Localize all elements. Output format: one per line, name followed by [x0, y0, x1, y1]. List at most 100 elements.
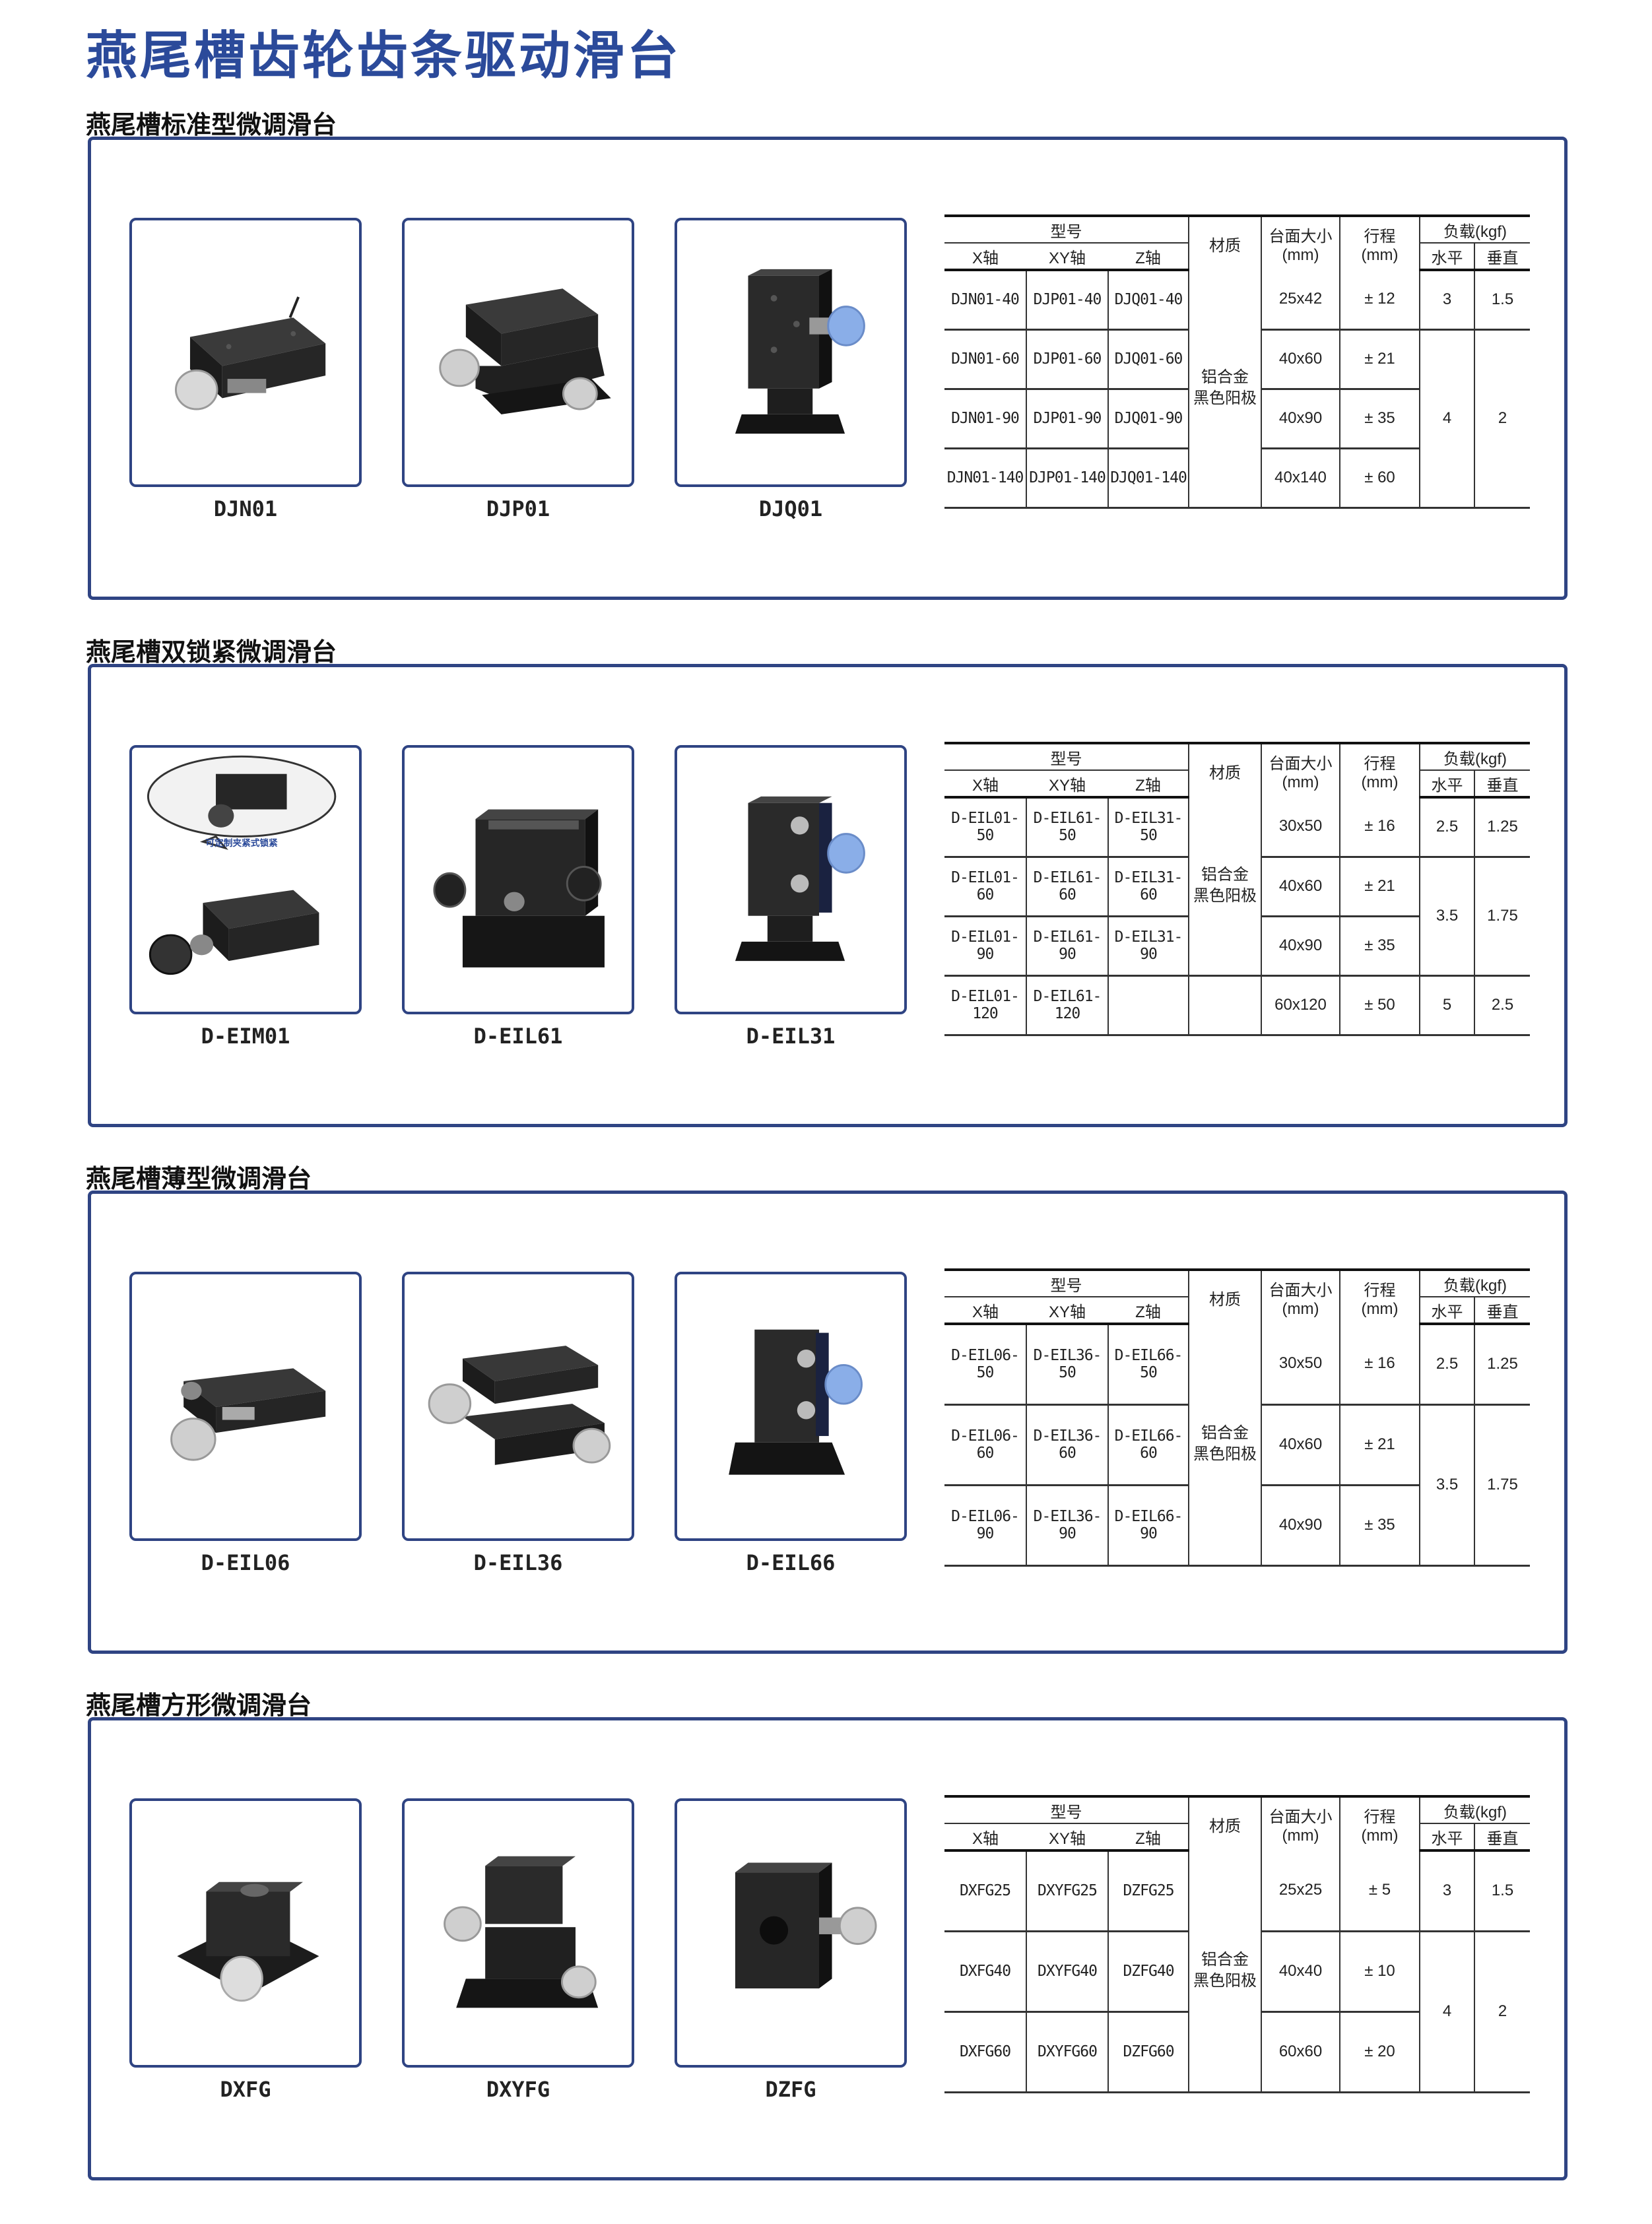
- xy-stage-photo: [439, 288, 611, 414]
- photo-caption: D-EIL06: [201, 1550, 290, 1575]
- header-table-size: 台面大小(mm): [1261, 1268, 1340, 1324]
- photo-caption: DJN01: [213, 496, 278, 521]
- header-xy-axis: XY轴: [1026, 1823, 1108, 1852]
- header-load-v: 垂直: [1474, 1297, 1531, 1325]
- photo-caption: D-EIM01: [201, 1024, 290, 1049]
- load-vertical: 2: [1474, 1931, 1531, 2093]
- travel: ± 50: [1339, 975, 1420, 1036]
- header-z-axis: Z轴: [1108, 770, 1189, 799]
- table-row: DJN01-40 DJP01-40 DJQ01-40 铝合金黑色阳极 25x42…: [944, 270, 1531, 509]
- header-material: 材质: [1188, 742, 1262, 797]
- product-photo-card: [129, 218, 362, 487]
- travel: ± 35: [1339, 1485, 1420, 1567]
- model-x: D-EIL01-90: [944, 916, 1026, 977]
- load-horizontal: 2.5: [1419, 797, 1475, 858]
- table-size: 60x60: [1261, 2011, 1340, 2093]
- model-z: D-EIL66-60: [1107, 1404, 1189, 1486]
- model-x: D-EIL01-50: [944, 797, 1026, 858]
- table-size: 40x40: [1261, 1931, 1340, 2013]
- load-vertical: 1.25: [1474, 1324, 1531, 1406]
- table-size: 40x60: [1261, 1404, 1340, 1486]
- header-model: 型号: [944, 1795, 1189, 1824]
- header-material: 材质: [1188, 1268, 1262, 1324]
- travel: ± 20: [1339, 2011, 1420, 2093]
- travel: ± 21: [1339, 1404, 1420, 1486]
- section-panel: DXFG DXYFG DZFG 型号 材质 台面大小(mm) 行程(mm) 负载…: [88, 1717, 1568, 2180]
- section-panel: 可定制夹紧式锁紧 D-: [88, 664, 1568, 1127]
- square-z-stage-photo: [735, 1862, 877, 1989]
- spec-table: 型号 材质 台面大小(mm) 行程(mm) 负载(kgf) X轴 XY轴 Z轴 …: [944, 742, 1531, 1036]
- header-load-h: 水平: [1419, 770, 1475, 799]
- model-z: D-EIL31-50: [1107, 797, 1189, 858]
- load-vertical: 2.5: [1474, 975, 1531, 1036]
- header-z-axis: Z轴: [1108, 1823, 1189, 1852]
- travel: ± 35: [1339, 389, 1420, 449]
- model-z: D-EIL66-90: [1107, 1485, 1189, 1567]
- table-size: 30x50: [1261, 1324, 1340, 1406]
- product-photo-card: [402, 1272, 634, 1541]
- header-load: 负载(kgf): [1419, 1795, 1531, 1824]
- load-vertical: 1.25: [1474, 797, 1531, 858]
- material-cell: 铝合金黑色阳极: [1188, 797, 1262, 977]
- model-xy: DJP01-140: [1026, 448, 1108, 509]
- header-table-size: 台面大小(mm): [1261, 1795, 1340, 1850]
- model-z: DZFG25: [1107, 1850, 1189, 1932]
- model-z: D-EIL31-90: [1107, 916, 1189, 977]
- product-photo-card: [675, 1272, 907, 1541]
- model-x: DJN01-140: [944, 448, 1026, 509]
- travel: ± 12: [1339, 270, 1420, 331]
- photo-caption: DJQ01: [758, 496, 823, 521]
- table-size: 40x60: [1261, 329, 1340, 390]
- material-cell: 铝合金黑色阳极: [1188, 1850, 1262, 2093]
- load-vertical: 1.5: [1474, 1850, 1531, 1932]
- load-horizontal: 2.5: [1419, 1324, 1475, 1406]
- table-size: 40x140: [1261, 448, 1340, 509]
- header-x-axis: X轴: [944, 243, 1026, 271]
- table-size: 25x42: [1261, 270, 1340, 331]
- square-x-stage-photo: [177, 1881, 319, 2002]
- table-size: 25x25: [1261, 1850, 1340, 1932]
- z-stage-photo: [735, 796, 865, 962]
- photo-caption: DXYFG: [486, 2077, 550, 2102]
- load-horizontal: 3.5: [1419, 1404, 1475, 1567]
- header-load: 负载(kgf): [1419, 742, 1531, 771]
- model-x: D-EIL06-60: [944, 1404, 1026, 1486]
- material-cell-empty: [1188, 975, 1262, 1036]
- header-z-axis: Z轴: [1108, 1297, 1189, 1325]
- table-row: D-EIL06-50 D-EIL36-50 D-EIL66-50 铝合金黑色阳极…: [944, 1324, 1531, 1567]
- table-row: D-EIL06-90 D-EIL36-90 D-EIL66-90 40x90 ±…: [944, 1485, 1530, 1567]
- header-material: 材质: [1188, 214, 1262, 270]
- header-load-h: 水平: [1419, 243, 1475, 271]
- load-vertical: 1.75: [1474, 1404, 1531, 1567]
- section-heading: 燕尾槽双锁紧微调滑台: [86, 638, 337, 667]
- load-horizontal: 5: [1419, 975, 1475, 1036]
- load-horizontal: 3.5: [1419, 857, 1475, 977]
- table-size: 30x50: [1261, 797, 1340, 858]
- travel: ± 5: [1339, 1850, 1420, 1932]
- header-xy-axis: XY轴: [1026, 1297, 1108, 1325]
- header-travel: 行程(mm): [1339, 1268, 1420, 1324]
- load-horizontal: 3: [1419, 1850, 1475, 1932]
- header-model: 型号: [944, 742, 1189, 771]
- header-xy-axis: XY轴: [1026, 770, 1108, 799]
- header-model: 型号: [944, 1268, 1189, 1297]
- photo-caption: D-EIL36: [473, 1550, 563, 1575]
- product-photo-card: 可定制夹紧式锁紧: [129, 745, 362, 1014]
- product-photo-card: [675, 218, 907, 487]
- model-x: D-EIL06-50: [944, 1324, 1026, 1406]
- model-xy: DJP01-90: [1026, 389, 1108, 449]
- header-load-h: 水平: [1419, 1297, 1475, 1325]
- model-z: DJQ01-60: [1107, 329, 1189, 390]
- photo-caption: D-EIL31: [746, 1024, 836, 1049]
- table-row: DXFG60 DXYFG60 DZFG60 60x60 ± 20: [944, 2011, 1530, 2093]
- table-row: D-EIL06-60 D-EIL36-60 D-EIL66-60 40x60 ±…: [944, 1404, 1531, 1567]
- product-photo-card: [675, 745, 907, 1014]
- model-z: D-EIL31-60: [1107, 857, 1189, 917]
- square-xy-stage-photo: [444, 1856, 599, 2008]
- model-z: D-EIL66-50: [1107, 1324, 1189, 1406]
- travel: ± 21: [1339, 857, 1420, 917]
- material-cell: 铝合金黑色阳极: [1188, 1324, 1262, 1567]
- product-photo-card: [402, 1798, 634, 2068]
- model-xy: D-EIL36-90: [1026, 1485, 1108, 1567]
- spec-table: 型号 材质 台面大小(mm) 行程(mm) 负载(kgf) X轴 XY轴 Z轴 …: [944, 214, 1531, 509]
